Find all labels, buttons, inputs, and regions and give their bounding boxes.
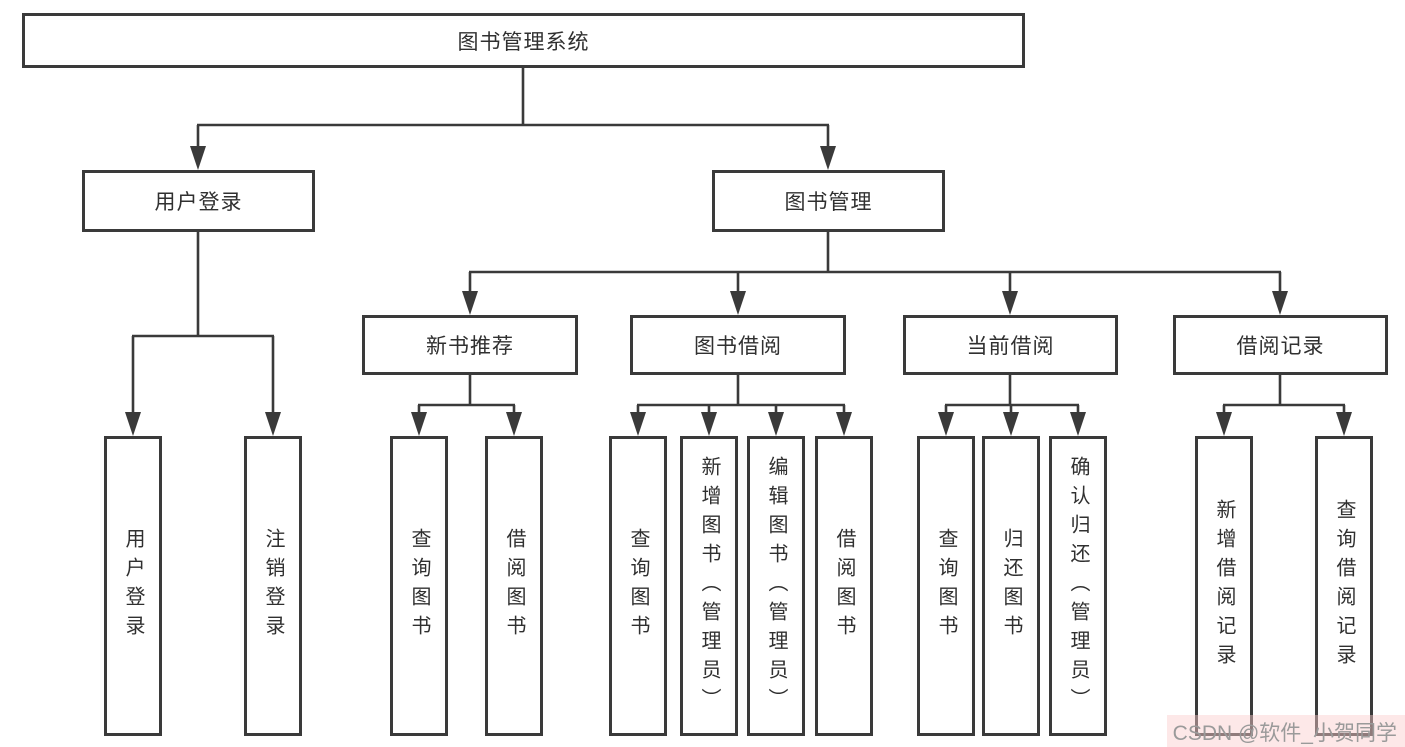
connector-newbooks-to-leaves (411, 375, 522, 436)
connector-currentborrow-to-leaves (938, 375, 1086, 436)
csdn-watermark: CSDN @软件_小贺同学 (1166, 715, 1405, 747)
connector-borrowrecords-to-leaves (1216, 375, 1352, 436)
leaf-query-books-1: 查询图书 (390, 436, 448, 736)
node-book-borrow: 图书借阅 (630, 315, 846, 375)
leaf-add-borrow-record: 新增借阅记录 (1195, 436, 1253, 736)
leaf-query-borrow-record-label: 查询借阅记录 (1333, 499, 1355, 673)
leaf-borrow-books-2-label: 借阅图书 (833, 528, 855, 644)
node-root-system: 图书管理系统 (22, 13, 1025, 68)
leaf-edit-books-admin-label: 编辑图书（管理员） (765, 455, 787, 717)
leaf-borrow-books-1-label: 借阅图书 (503, 528, 525, 644)
node-book-management: 图书管理 (712, 170, 945, 232)
connector-bookborrow-to-leaves (630, 375, 852, 436)
connector-bookmgmt-to-level3 (462, 232, 1288, 315)
connector-root-to-level2 (190, 68, 836, 170)
node-current-borrow: 当前借阅 (903, 315, 1118, 375)
leaf-query-books-3: 查询图书 (917, 436, 975, 736)
leaf-confirm-return-admin-label: 确认归还（管理员） (1067, 455, 1089, 717)
leaf-return-books-label: 归还图书 (1000, 528, 1022, 644)
leaf-add-borrow-record-label: 新增借阅记录 (1213, 499, 1235, 673)
leaf-query-borrow-record: 查询借阅记录 (1315, 436, 1373, 736)
leaf-borrow-books-2: 借阅图书 (815, 436, 873, 736)
node-book-borrow-label: 图书借阅 (694, 335, 782, 358)
node-book-management-label: 图书管理 (784, 191, 873, 214)
node-user-login-label: 用户登录 (154, 191, 243, 214)
node-root-label: 图书管理系统 (457, 30, 590, 54)
leaf-user-login: 用户登录 (104, 436, 162, 736)
leaf-logout-label: 注销登录 (262, 528, 284, 644)
leaf-add-books-admin: 新增图书（管理员） (680, 436, 738, 736)
leaf-logout: 注销登录 (244, 436, 302, 736)
leaf-query-books-1-label: 查询图书 (408, 528, 430, 644)
leaf-add-books-admin-label: 新增图书（管理员） (698, 455, 720, 717)
leaf-query-books-2: 查询图书 (609, 436, 667, 736)
node-user-login: 用户登录 (82, 170, 315, 232)
leaf-user-login-label: 用户登录 (122, 528, 144, 644)
leaf-return-books: 归还图书 (982, 436, 1040, 736)
node-current-borrow-label: 当前借阅 (966, 335, 1055, 358)
node-borrow-records: 借阅记录 (1173, 315, 1388, 375)
leaf-borrow-books-1: 借阅图书 (485, 436, 543, 736)
leaf-confirm-return-admin: 确认归还（管理员） (1049, 436, 1107, 736)
leaf-query-books-2-label: 查询图书 (627, 528, 649, 644)
leaf-query-books-3-label: 查询图书 (935, 528, 957, 644)
node-new-book-recommend: 新书推荐 (362, 315, 578, 375)
connector-userlogin-to-leaves (125, 232, 281, 436)
leaf-edit-books-admin: 编辑图书（管理员） (747, 436, 805, 736)
node-borrow-records-label: 借阅记录 (1236, 335, 1325, 358)
node-new-book-recommend-label: 新书推荐 (426, 335, 514, 358)
